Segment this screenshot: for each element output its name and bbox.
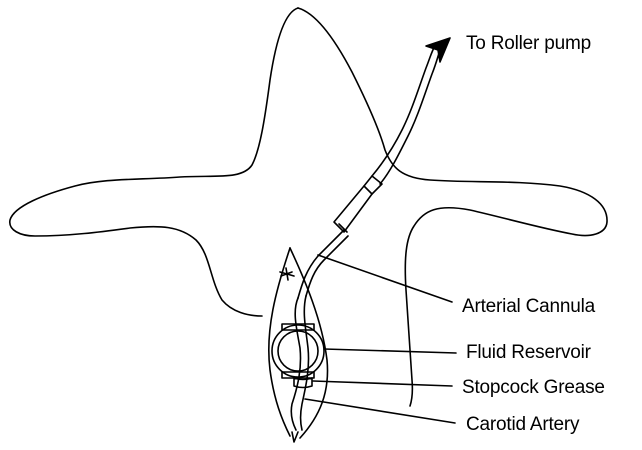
incision-tip [292, 432, 298, 442]
pump-tube-right [380, 50, 440, 184]
animal-body-outline-left [10, 8, 298, 316]
stopcock-grease-seal [294, 378, 312, 388]
leader-stopcock-grease [313, 381, 452, 386]
syringe-hub [364, 176, 382, 194]
label-arterial-cannula: Arterial Cannula [462, 296, 595, 318]
label-to-roller-pump: To Roller pump [466, 33, 591, 55]
carotid-artery-right [301, 296, 309, 430]
label-fluid-reservoir: Fluid Reservoir [466, 342, 591, 364]
leader-carotid-artery [305, 399, 455, 423]
cannula-tube-right [306, 236, 348, 296]
carotid-artery-left [291, 298, 300, 430]
label-stopcock-grease: Stopcock Grease [462, 377, 605, 399]
label-carotid-artery: Carotid Artery [466, 414, 579, 436]
incision-right-edge [290, 248, 328, 438]
leader-arterial-cannula [318, 255, 452, 302]
leader-fluid-reservoir [324, 349, 456, 353]
pump-tube-left [372, 44, 436, 176]
